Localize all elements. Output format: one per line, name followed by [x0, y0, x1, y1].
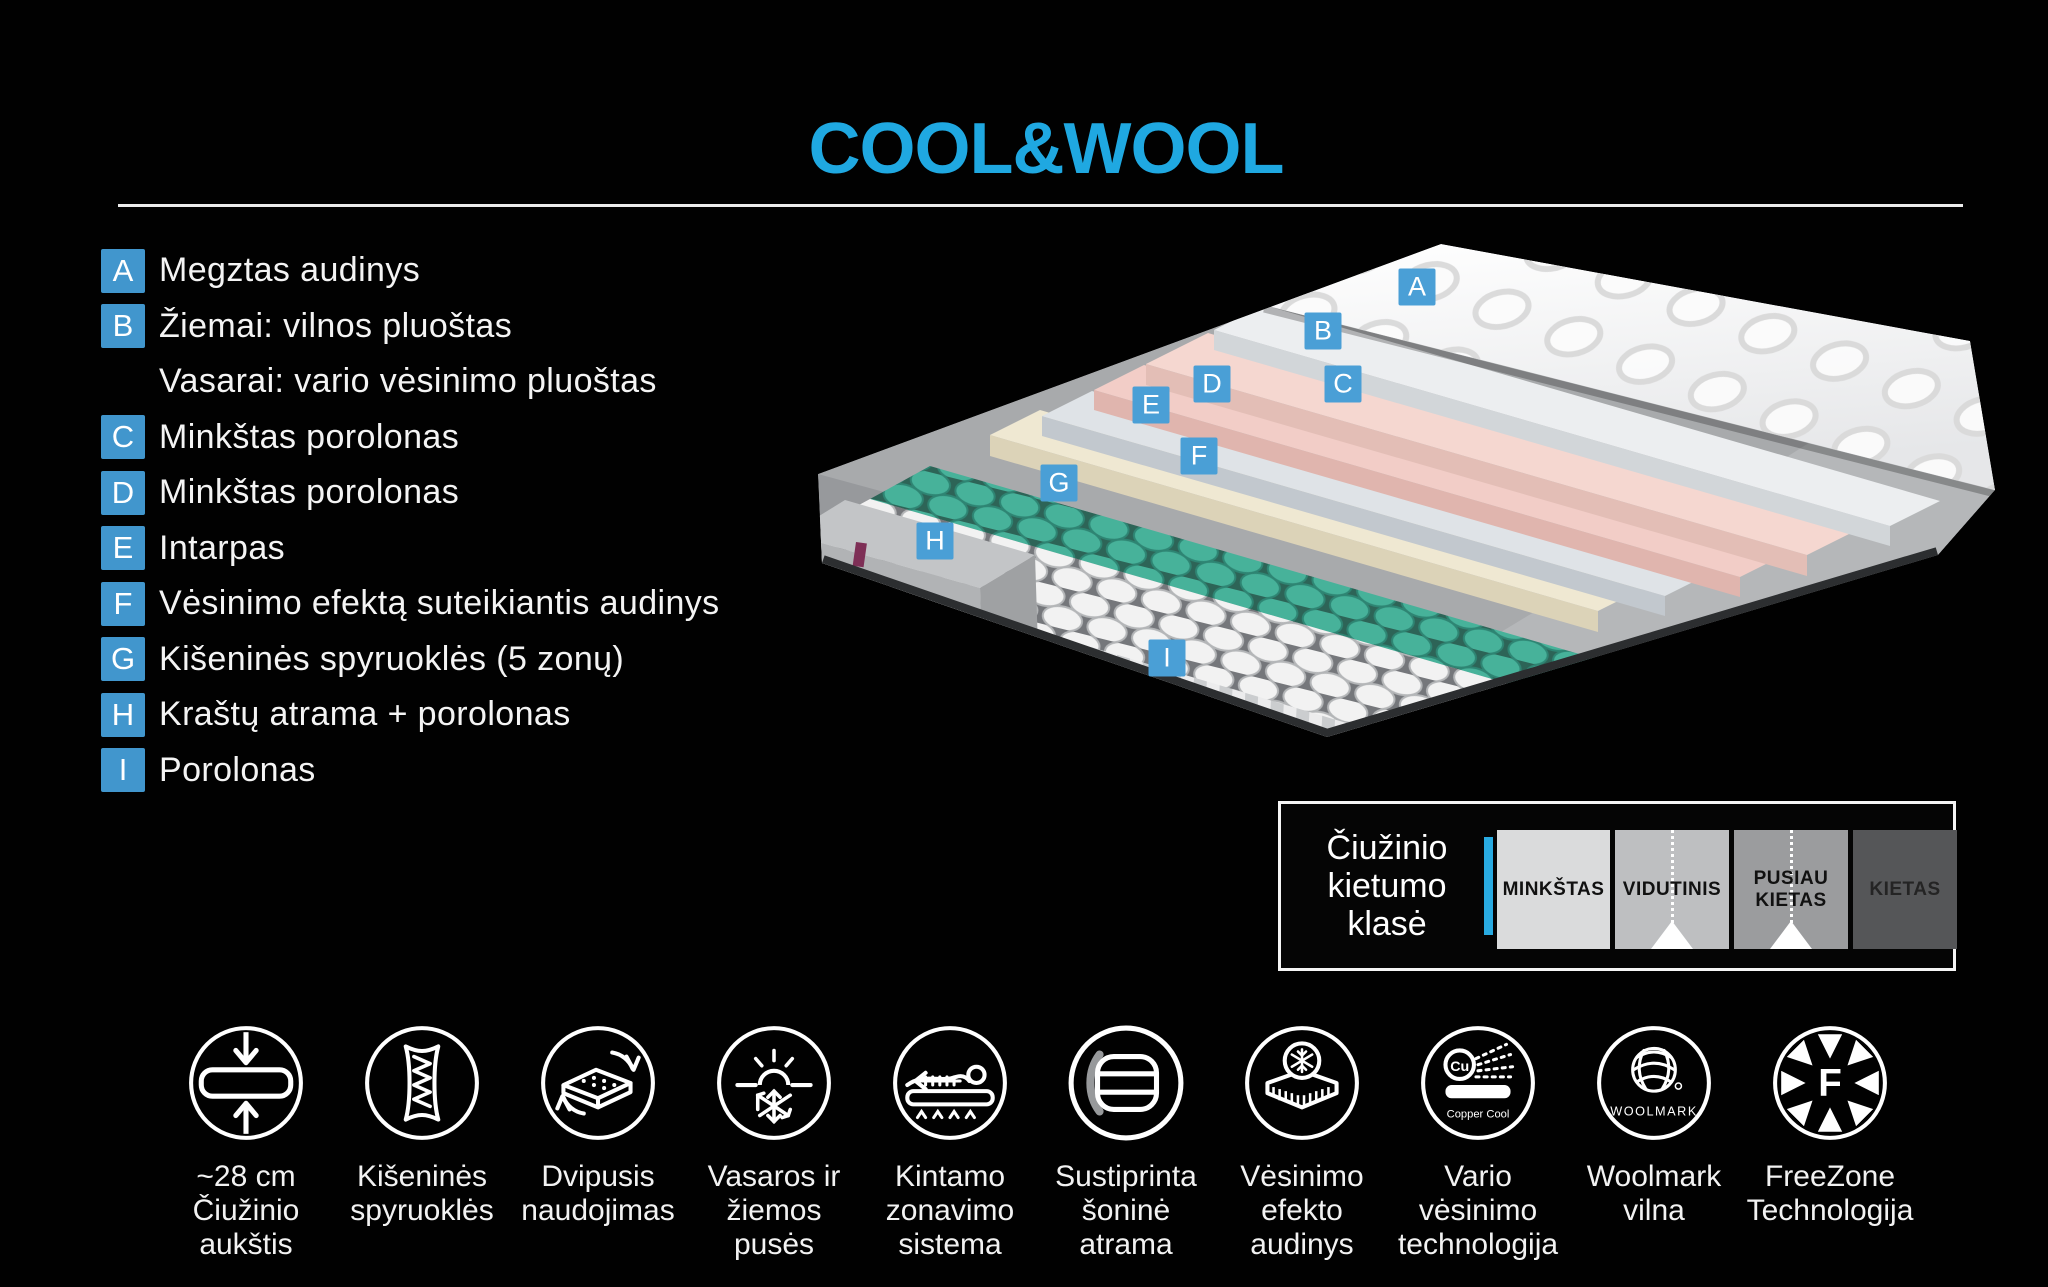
firmness-level-firm: KIETAS [1853, 830, 1957, 949]
layer-marker-g: G [1040, 464, 1078, 502]
legend-row-f: F Vėsinimo efektą suteikiantis audinys [101, 576, 720, 632]
firmness-indicator-line [1671, 830, 1674, 923]
legend-label: Kraštų atrama + porolonas [159, 695, 571, 734]
quilted-top-layer [1264, 244, 1995, 490]
firmness-accent-bar [1484, 837, 1493, 935]
legend-row-d: D Minkštas porolonas [101, 465, 720, 521]
firmness-level-soft: MINKŠTAS [1497, 830, 1610, 949]
page-title: COOL&WOOL [808, 109, 1285, 189]
layer-marker-f: F [1180, 437, 1218, 475]
layer-marker-b: B [1304, 312, 1342, 350]
layer-marker-d: D [1193, 365, 1231, 403]
layer-legend: A Megztas audinys B Žiemai: vilnos pluoš… [101, 243, 720, 798]
legend-badge-c: C [101, 415, 145, 460]
copper-cooling-icon: Cu Copper Cool [1421, 1026, 1535, 1140]
freezone-icon: F [1773, 1026, 1887, 1140]
woolmark-caption: WOOLMARK [1610, 1105, 1698, 1119]
firmness-level-medium: VIDUTINIS [1615, 830, 1729, 949]
side-support-icon [1068, 1025, 1184, 1141]
legend-badge-h: H [101, 692, 145, 737]
legend-label: Vasarai: vario vėsinimo pluoštas [159, 362, 657, 401]
legend-badge-f: F [101, 581, 145, 626]
zoning-system-icon [893, 1026, 1007, 1140]
legend-badge-a: A [101, 248, 145, 293]
legend-row-a: A Megztas audinys [101, 243, 720, 299]
legend-row-h: H Kraštų atrama + porolonas [101, 687, 720, 743]
legend-row-b2: Vasarai: vario vėsinimo pluoštas [101, 354, 720, 410]
summer-winter-icon [717, 1026, 831, 1140]
layer-marker-a: A [1398, 268, 1436, 306]
firmness-indicator-arrow [1770, 921, 1812, 949]
legend-row-c: C Minkštas porolonas [101, 410, 720, 466]
layer-marker-c: C [1324, 365, 1362, 403]
legend-label: Vėsinimo efektą suteikiantis audinys [159, 584, 720, 623]
firmness-title: Čiužinio kietumo klasė [1326, 829, 1448, 943]
legend-label: Kišeninės spyruoklės (5 zonų) [159, 639, 625, 678]
pocket-springs-icon [365, 1026, 479, 1140]
legend-label: Žiemai: vilnos pluoštas [159, 306, 513, 345]
woolmark-icon: WOOLMARK [1597, 1026, 1711, 1140]
layer-marker-e: E [1132, 386, 1170, 424]
layer-marker-h: H [916, 522, 954, 560]
legend-row-g: G Kišeninės spyruoklės (5 zonų) [101, 632, 720, 688]
legend-badge-e: E [101, 526, 145, 571]
foam-layer-b [1214, 305, 1940, 546]
mattress-height-icon [189, 1026, 303, 1140]
legend-badge-d: D [101, 470, 145, 515]
cu-symbol: Cu [1450, 1059, 1469, 1075]
title-divider [118, 204, 1963, 207]
pocket-springs-teal [870, 466, 1690, 719]
legend-badge-b: B [101, 304, 145, 349]
legend-label: Porolonas [159, 750, 316, 789]
cooling-fabric-icon [1245, 1026, 1359, 1140]
legend-row-e: E Intarpas [101, 521, 720, 577]
freezone-letter: F [1818, 1062, 1842, 1105]
firmness-level-medium-firm: PUSIAU KIETAS [1734, 830, 1848, 949]
two-sided-use-icon [541, 1026, 655, 1140]
layer-marker-i: I [1148, 639, 1186, 677]
mattress-illustration [818, 244, 1995, 737]
legend-label: Megztas audinys [159, 251, 421, 290]
firmness-indicator-arrow [1651, 921, 1693, 949]
legend-row-b: B Žiemai: vilnos pluoštas [101, 299, 720, 355]
legend-badge-g: G [101, 637, 145, 682]
firmness-scale: Čiužinio kietumo klasė MINKŠTAS VIDUTINI… [1278, 801, 1957, 971]
legend-label: Minkštas porolonas [159, 417, 460, 456]
legend-badge-i: I [101, 748, 145, 793]
copper-cool-caption: Copper Cool [1447, 1109, 1510, 1121]
firmness-indicator-line [1790, 830, 1793, 923]
legend-label: Minkštas porolonas [159, 473, 460, 512]
legend-label: Intarpas [159, 528, 286, 567]
legend-row-i: I Porolonas [101, 743, 720, 799]
mattress-cutaway-diagram: A B C D E F G H I [790, 190, 2048, 840]
